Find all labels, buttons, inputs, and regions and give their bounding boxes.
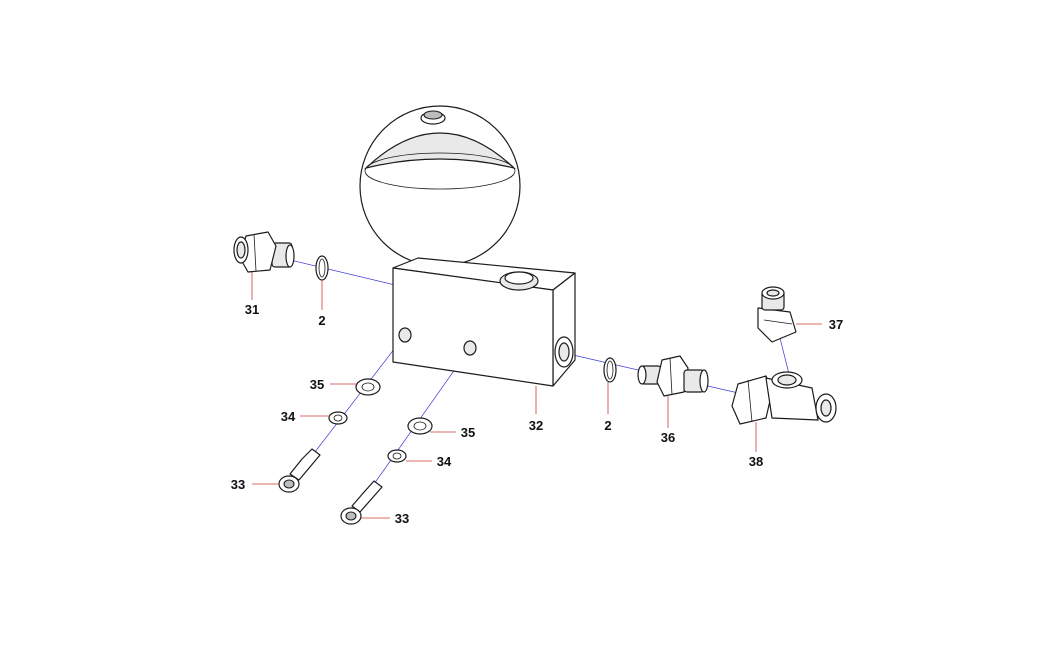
- callout-2-left: 2: [318, 313, 325, 328]
- callout-37: 37: [829, 317, 843, 332]
- washer-35-left: [355, 378, 381, 396]
- o-ring-2-left: [315, 255, 329, 281]
- callout-2-right: 2: [604, 418, 611, 433]
- callout-33-right: 33: [395, 511, 409, 526]
- callout-38: 38: [749, 454, 763, 469]
- callout-31: 31: [245, 302, 259, 317]
- washer-35-right: [407, 417, 433, 435]
- fitting-31: [233, 231, 295, 273]
- callout-35-right: 35: [461, 425, 475, 440]
- callout-35-left: 35: [310, 377, 324, 392]
- callout-32: 32: [529, 418, 543, 433]
- tee-fitting-38: [731, 371, 837, 425]
- callout-33-left: 33: [231, 477, 245, 492]
- callout-34-right: 34: [437, 454, 452, 469]
- fitting-37: [757, 286, 797, 343]
- bolt-33-right: [340, 480, 383, 525]
- bolt-33-left: [278, 448, 321, 493]
- accumulator-sphere: [359, 105, 521, 277]
- callout-36: 36: [661, 430, 675, 445]
- washer-34-left: [328, 411, 348, 425]
- manifold-block-32: [392, 257, 576, 387]
- callout-labels: 31 2 32 35 34 33 35 34 33 2 36 37 38: [231, 302, 843, 526]
- washer-34-right: [387, 449, 407, 463]
- adapter-36: [637, 355, 709, 397]
- leader-lines: [251, 272, 822, 519]
- o-ring-2-right: [603, 357, 617, 383]
- callout-34-left: 34: [281, 409, 296, 424]
